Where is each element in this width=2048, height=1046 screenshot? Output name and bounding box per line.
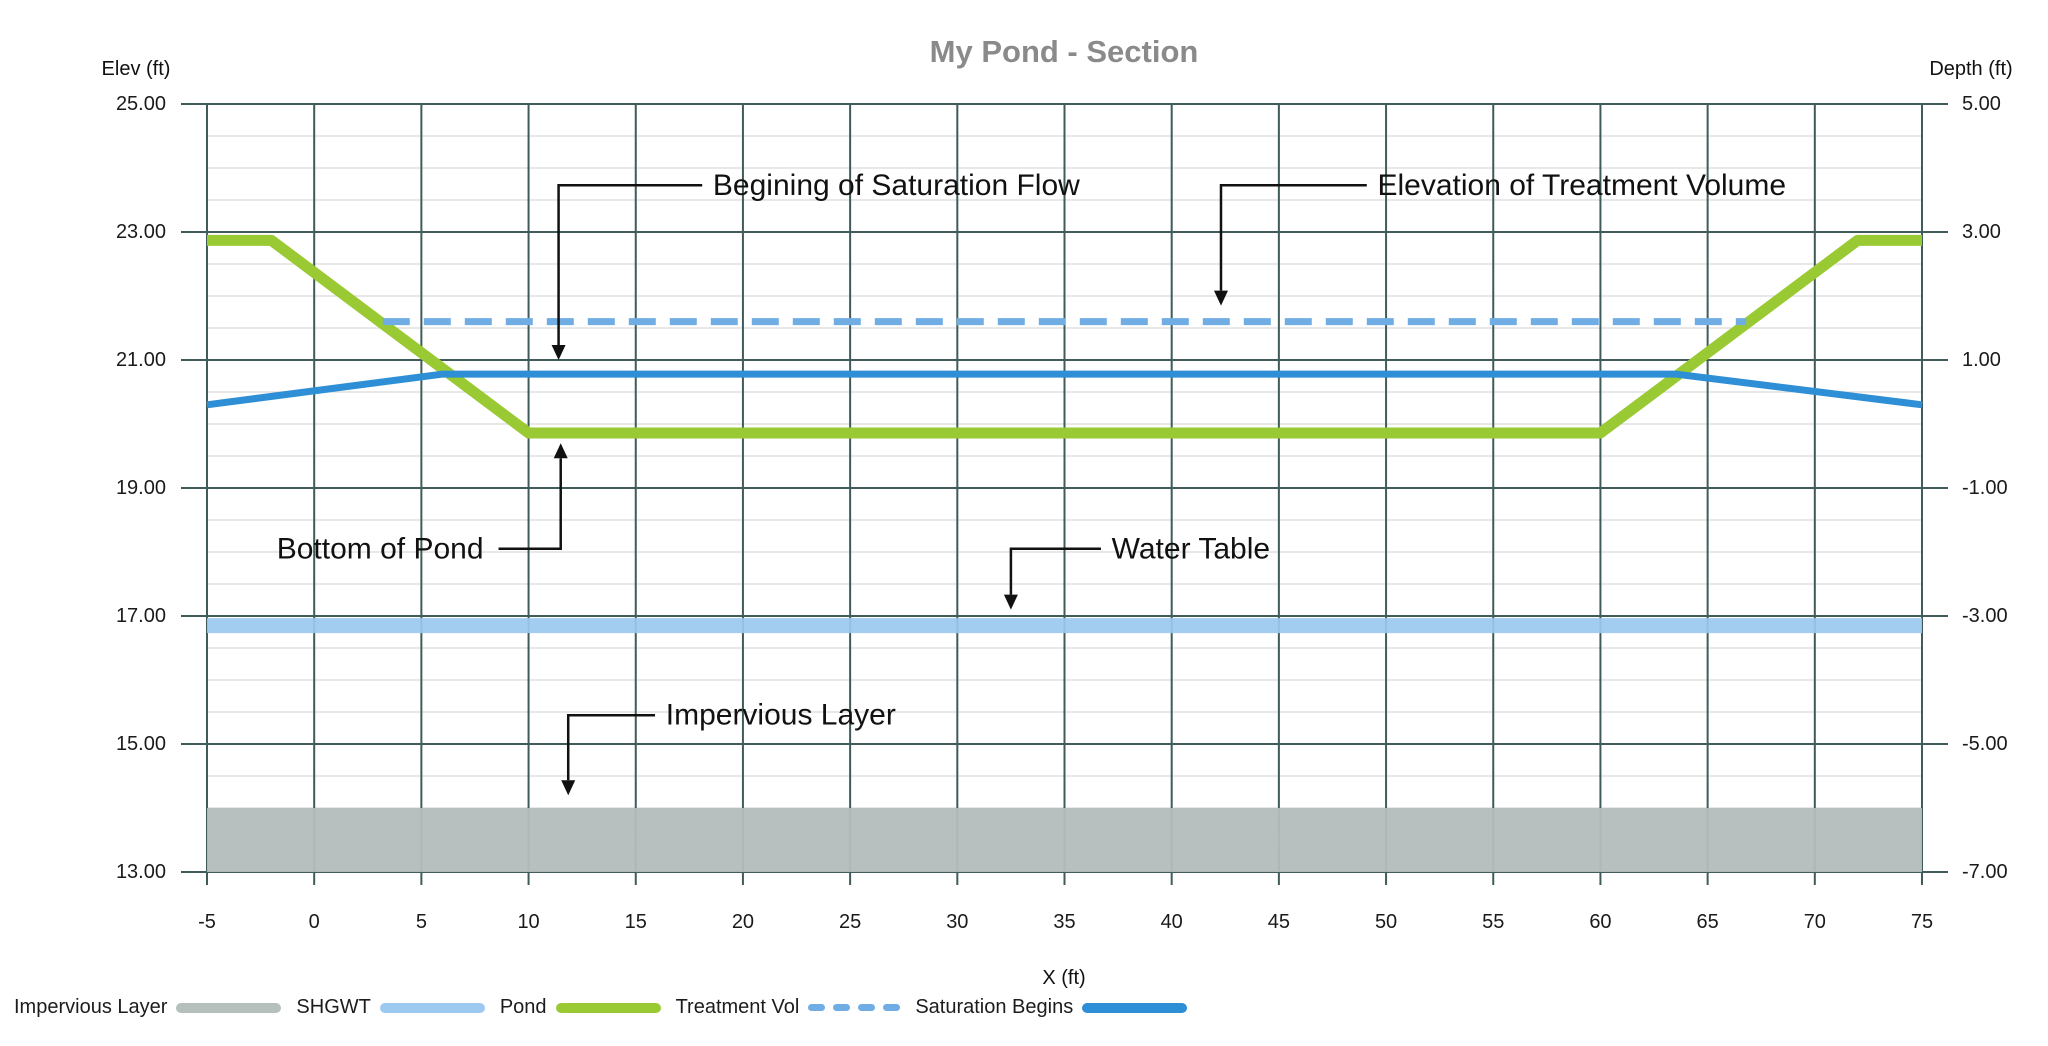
x-axis-title: X (ft) [1042,967,1085,989]
x-axis-tick-label: 65 [1697,911,1719,933]
legend-item-impervious-layer: Impervious Layer [14,996,282,1019]
left-axis-title: Elev (ft) [102,58,171,80]
legend-swatch-dashed [808,1004,901,1011]
annotation-arrowhead-down-icon [1003,594,1018,610]
annotation-arrowhead-down-icon [1213,290,1228,306]
annotation-elbow-line [566,713,656,781]
legend-label: Saturation Begins [915,996,1074,1018]
x-axis-tick-label: 25 [839,911,861,933]
annotation-label: Elevation of Treatment Volume [1377,169,1786,202]
x-axis-tick-label: 55 [1482,911,1504,933]
x-axis-tick-label: 40 [1161,911,1183,933]
annotation-elbow-line [1009,547,1101,595]
right-axis-title: Depth (ft) [1929,58,2012,80]
chart-generated-content: 25.00 23.00 21.00 19.00 17.00 15.00 13.00 5.00 3… [116,93,2008,933]
annotation-elbow-line [498,458,562,551]
x-axis-tick-label: 70 [1804,911,1826,933]
left-axis-tick-label: 13.00 [116,861,166,883]
legend-label: Pond [499,996,547,1018]
right-axis-tick-label: -3.00 [1962,605,2008,627]
annotation-elevation-of-treatment-volume: Elevation of Treatment Volume [1213,169,1786,306]
left-axis-tick-label: 21.00 [116,349,166,371]
x-axis-tick-label: 35 [1053,911,1075,933]
annotation-bottom-of-pond: Bottom of Pond [277,443,568,565]
annotation-label: Begining of Saturation Flow [713,169,1080,202]
x-axis-tick-label: 75 [1911,911,1933,933]
annotation-arrowhead-down-icon [561,780,576,796]
series-line-pond [207,234,1922,439]
left-axis-tick-label: 19.00 [116,477,166,499]
left-axis-tick-label: 17.00 [116,605,166,627]
annotation-arrowhead-up-icon [553,443,568,459]
annotation-elbow-line [557,184,703,345]
x-axis-tick-label: 60 [1589,911,1611,933]
legend-label: SHGWT [296,996,371,1018]
x-axis-tick-label: 10 [517,911,539,933]
left-axis-tick-label: 25.00 [116,93,166,115]
x-axis-tick-label: 50 [1375,911,1397,933]
legend-item-shgwt: SHGWT [296,996,485,1019]
series-band-impervious-layer [207,808,1922,872]
left-axis-tick-label: 23.00 [116,221,166,243]
right-axis-tick-label: -5.00 [1962,733,2008,755]
annotation-label: Water Table [1112,532,1270,565]
x-axis-tick-label: -5 [198,911,216,933]
x-axis-tick-label: 0 [309,911,320,933]
legend-swatch-solid [1082,1002,1188,1013]
legend-label: Impervious Layer [14,996,168,1018]
chart-title: My Pond - Section [930,34,1199,69]
legend-item-treatment-vol: Treatment Vol [676,996,901,1019]
annotation-label: Bottom of Pond [277,532,484,565]
right-axis-tick-label: 5.00 [1962,93,2001,115]
legend-swatch-solid [379,1002,485,1013]
annotation-impervious-layer: Impervious Layer [561,699,896,796]
legend-item-saturation-begins: Saturation Begins [915,996,1188,1019]
legend-swatch-solid [176,1002,282,1013]
right-axis-tick-label: 3.00 [1962,221,2001,243]
series-line-saturation-begins [206,370,1923,409]
annotation-begining-of-saturation-flow: Begining of Saturation Flow [551,169,1080,360]
right-axis-tick-label: -7.00 [1962,861,2008,883]
legend-swatch-solid [555,1002,661,1013]
x-axis-tick-label: 45 [1268,911,1290,933]
x-axis-tick-label: 20 [732,911,754,933]
legend-label: Treatment Vol [675,996,800,1018]
right-axis-tick-label: 1.00 [1962,349,2001,371]
left-axis-tick-label: 15.00 [116,733,166,755]
annotation-arrowhead-down-icon [551,345,566,360]
annotation-elbow-line [1219,184,1367,291]
annotation-water-table: Water Table [1003,532,1270,610]
legend-item-pond: Pond [500,996,661,1019]
right-axis-tick-label: -1.00 [1962,477,2008,499]
annotation-label: Impervious Layer [666,699,896,732]
x-axis-tick-label: 5 [416,911,427,933]
chart-legend: Impervious Layer SHGWT Pond Treatment Vol Sa… [14,996,1188,1019]
x-axis-tick-label: 30 [946,911,968,933]
x-axis-tick-label: 15 [625,911,647,933]
